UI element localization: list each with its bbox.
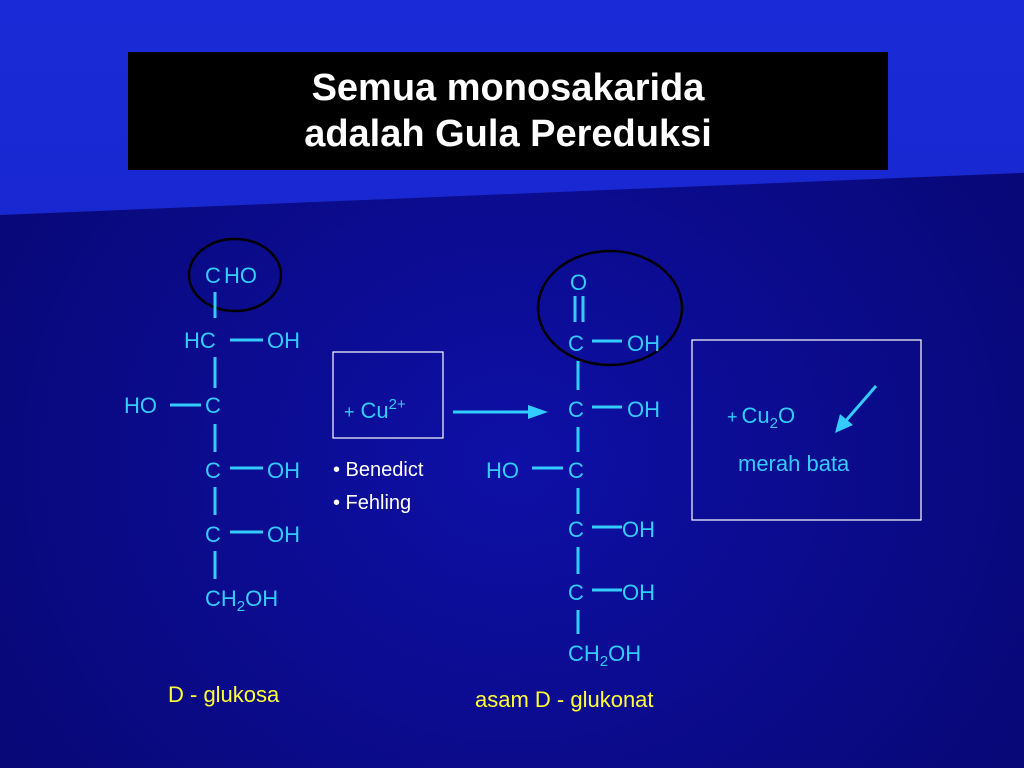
- glucose-c4: C: [205, 458, 221, 483]
- arrow-head: [528, 405, 548, 419]
- title-line-1: Semua monosakarida: [311, 67, 705, 109]
- product-formula: +Cu2O: [727, 403, 795, 432]
- carboxyl-circle: [536, 249, 684, 367]
- gluconate-oh-1: OH: [627, 331, 660, 356]
- gluconate-structure: O C OH C OH HO C C OH C OH CH2OH asam D …: [475, 249, 684, 712]
- product: +Cu2O merah bata: [691, 339, 922, 521]
- precipitate-arrow-head: [835, 414, 853, 433]
- precipitate-arrow-shaft: [841, 385, 878, 425]
- title-line-2: adalah Gula Pereduksi: [304, 113, 712, 155]
- gluconate-label: asam D - glukonat: [475, 687, 654, 712]
- gluconate-c5: C: [568, 580, 584, 605]
- glucose-c1: C: [205, 263, 221, 288]
- gluconate-c3: C: [568, 458, 584, 483]
- product-note: merah bata: [738, 451, 850, 476]
- glucose-oh-4: OH: [267, 458, 300, 483]
- gluconate-o: O: [570, 270, 587, 295]
- gluconate-oh-5: OH: [622, 580, 655, 605]
- glucose-ho-3: HO: [124, 393, 157, 418]
- gluconate-c6: CH2OH: [568, 641, 641, 670]
- reagent-box: [332, 351, 444, 439]
- glucose-oh-2: OH: [267, 328, 300, 353]
- gluconate-ho-3: HO: [486, 458, 519, 483]
- bullet-fehling: • Fehling: [333, 492, 411, 514]
- glucose-label: D - glukosa: [168, 682, 280, 707]
- reaction-arrow: [453, 405, 548, 419]
- gluconate-oh-2: OH: [627, 397, 660, 422]
- glucose-c5: C: [205, 522, 221, 547]
- reagent: +Cu2+ • Benedict • Fehling: [332, 351, 444, 514]
- title-box: Semua monosakarida adalah Gula Pereduksi: [128, 52, 888, 170]
- gluconate-c2: C: [568, 397, 584, 422]
- reagent-formula: +Cu2+: [344, 396, 406, 423]
- glucose-c3: C: [205, 393, 221, 418]
- aldehyde-circle: [187, 237, 283, 313]
- glucose-oh-5: OH: [267, 522, 300, 547]
- gluconate-c1: C: [568, 331, 584, 356]
- glucose-structure: C HO HC OH HO C C OH C OH CH2OH D - gluk…: [124, 237, 300, 707]
- glucose-hc: HC: [184, 328, 216, 353]
- bullet-benedict: • Benedict: [333, 459, 424, 481]
- glucose-c6: CH2OH: [205, 586, 278, 615]
- gluconate-oh-4: OH: [622, 517, 655, 542]
- gluconate-c4: C: [568, 517, 584, 542]
- product-box: [691, 339, 922, 521]
- glucose-c1-group: HO: [224, 263, 257, 288]
